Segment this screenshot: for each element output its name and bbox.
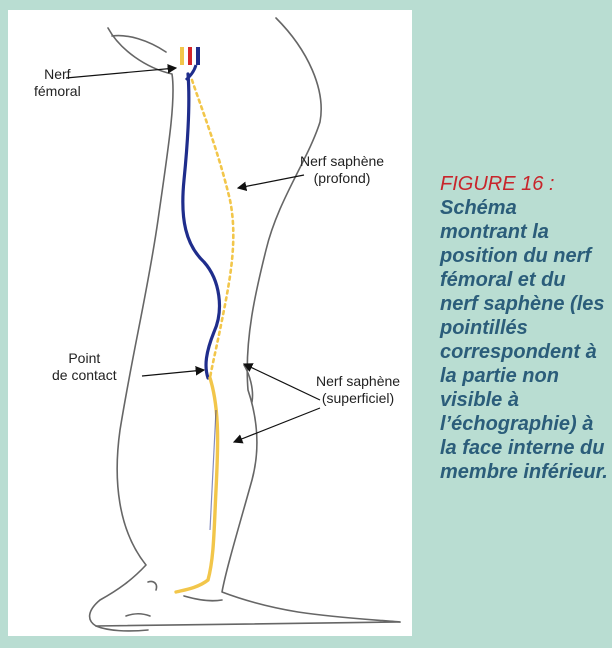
- figure-number: FIGURE 16 :: [440, 172, 608, 196]
- leg-diagram: [8, 10, 412, 636]
- figure-panel: Nerf fémoral Nerf saphène (profond) Poin…: [8, 10, 412, 636]
- femoral-nerve-path: [183, 74, 220, 378]
- label-point-de-contact: Point de contact: [52, 350, 117, 384]
- label-nerf-saphene-profond: Nerf saphène (profond): [300, 153, 384, 187]
- label-nerf-femoral: Nerf fémoral: [34, 66, 81, 100]
- leg-outline: [90, 18, 400, 631]
- leader-arrows: [66, 68, 320, 442]
- figure-caption-text: Schéma montrant la position du nerf fémo…: [440, 196, 608, 484]
- vessels-icon: [180, 47, 200, 80]
- figure-caption: FIGURE 16 : Schéma montrant la position …: [440, 172, 608, 484]
- saphenous-nerve-superficial-path: [176, 378, 218, 592]
- label-nerf-saphene-superficiel: Nerf saphène (superficiel): [316, 373, 400, 407]
